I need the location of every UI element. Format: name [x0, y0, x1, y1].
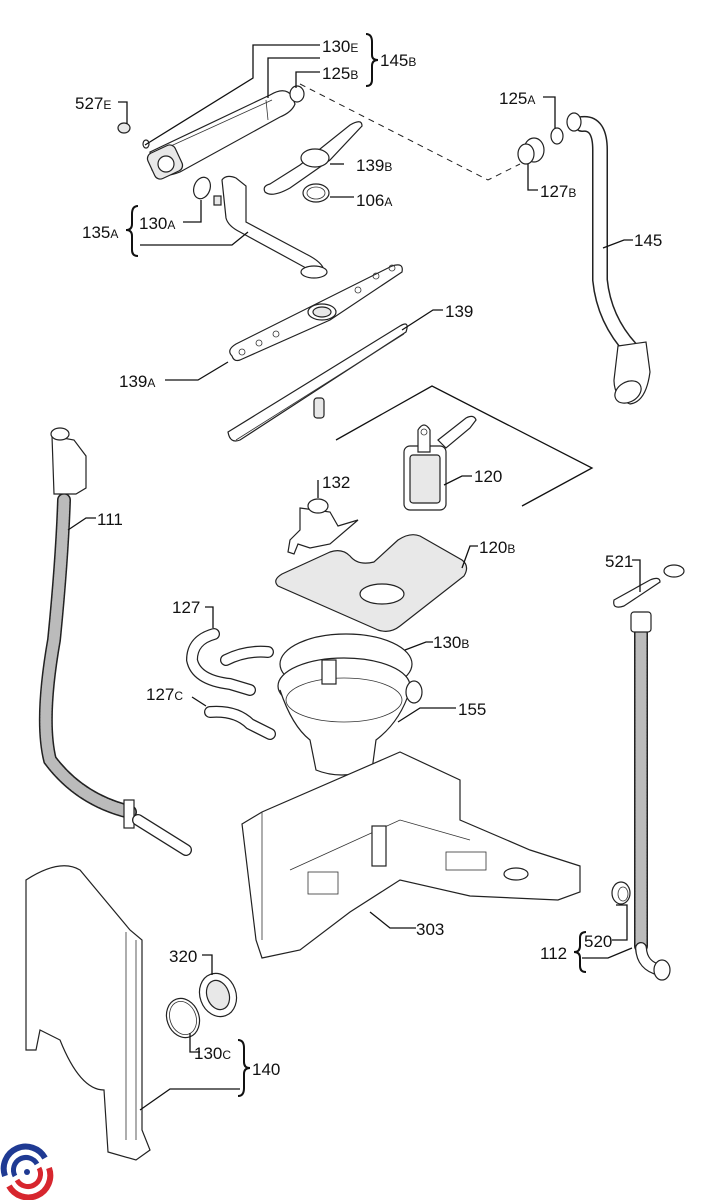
lower-supply-pipe-135a [213, 175, 328, 279]
label-130a[interactable]: 130A [139, 214, 175, 233]
label-130e[interactable]: 130E [322, 37, 358, 56]
seal-320 [198, 972, 238, 1018]
middle-spray-arm-139a [229, 264, 403, 362]
label-520[interactable]: 520 [584, 932, 612, 951]
label-127[interactable]: 127 [172, 598, 200, 617]
clip-521 [613, 564, 685, 608]
small-spray-arm-139b [263, 121, 363, 195]
ring-106a [302, 183, 330, 203]
oring-125a [550, 127, 564, 145]
valve-part-132 [287, 498, 359, 555]
side-duct-140 [25, 865, 151, 1161]
assembly-braces [125, 33, 587, 1097]
sump-155 [277, 657, 423, 776]
part-labels: 130E 145B 125B 527E 125A 127B 139B 106A … [75, 37, 662, 1079]
label-127b[interactable]: 127B [540, 182, 576, 201]
filter-bracket-lines [335, 385, 594, 507]
label-112[interactable]: 112 [540, 944, 567, 963]
label-320[interactable]: 320 [169, 947, 197, 966]
brand-logo-icon [0, 1143, 54, 1200]
label-135a[interactable]: 135A [82, 223, 118, 242]
alignment-dashed-line [299, 83, 521, 181]
label-130c[interactable]: 130C [194, 1044, 231, 1063]
flat-filter-120b [275, 534, 468, 632]
leader-lines [67, 44, 641, 1111]
nut-127b [517, 137, 545, 165]
inlet-hose-111 [38, 427, 192, 856]
label-127c[interactable]: 127C [146, 685, 183, 704]
label-145b[interactable]: 145B [380, 51, 416, 70]
oring-130a [192, 176, 212, 200]
label-145[interactable]: 145 [634, 231, 662, 250]
label-303[interactable]: 303 [416, 920, 444, 939]
label-111[interactable]: 111 [97, 510, 123, 529]
drain-hose-112 [630, 611, 671, 981]
label-130b[interactable]: 130B [433, 633, 469, 652]
hose-145 [566, 112, 651, 405]
hose-127 [185, 628, 274, 696]
coarse-filter-120 [403, 415, 477, 511]
label-120[interactable]: 120 [474, 467, 502, 486]
label-120b[interactable]: 120B [479, 538, 515, 557]
label-521[interactable]: 521 [605, 552, 633, 571]
oring-130c [165, 997, 201, 1039]
base-frame-303 [241, 751, 581, 959]
label-139b[interactable]: 139B [356, 156, 392, 175]
label-132[interactable]: 132 [322, 473, 350, 492]
hose-127c [204, 705, 276, 740]
nut-527e [117, 122, 131, 134]
grommet-520 [611, 881, 631, 905]
label-139a[interactable]: 139A [119, 372, 155, 391]
label-106a[interactable]: 106A [356, 191, 392, 210]
label-155[interactable]: 155 [458, 700, 486, 719]
label-527e[interactable]: 527E [75, 94, 111, 113]
upper-spray-pipe-145b [142, 85, 305, 180]
lower-spray-arm-139 [227, 323, 408, 442]
label-125b[interactable]: 125B [322, 64, 358, 83]
label-125a[interactable]: 125A [499, 89, 535, 108]
label-140[interactable]: 140 [252, 1060, 280, 1079]
label-139[interactable]: 139 [445, 302, 473, 321]
